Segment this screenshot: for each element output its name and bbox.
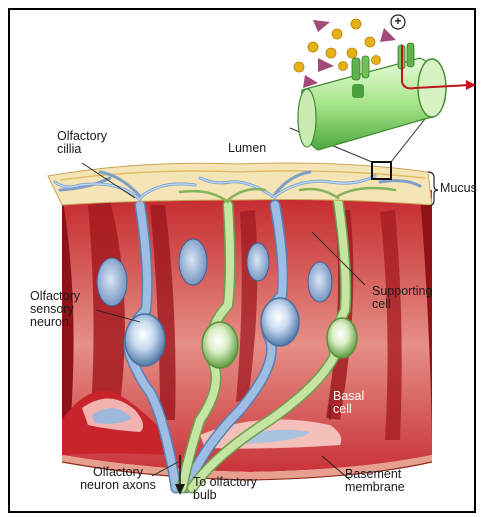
- label-basement-membrane: Basement membrane: [345, 468, 405, 494]
- label-supporting-cell: Supporting cell: [372, 285, 432, 311]
- label-mucus: Mucus: [440, 182, 477, 195]
- label-olfactory-neuron-axons: Olfactory neuron axons: [63, 466, 173, 492]
- label-basal-cell: Basal cell: [333, 390, 364, 416]
- label-to-olfactory-bulb: To olfactory bulb: [193, 476, 257, 502]
- label-olfactory-cilia: Olfactory cillia: [57, 130, 107, 156]
- label-lumen: Lumen: [228, 142, 266, 155]
- label-olfactory-sensory-neuron: Olfactory sensory neuron: [30, 290, 80, 329]
- plus-sign: +: [391, 15, 405, 28]
